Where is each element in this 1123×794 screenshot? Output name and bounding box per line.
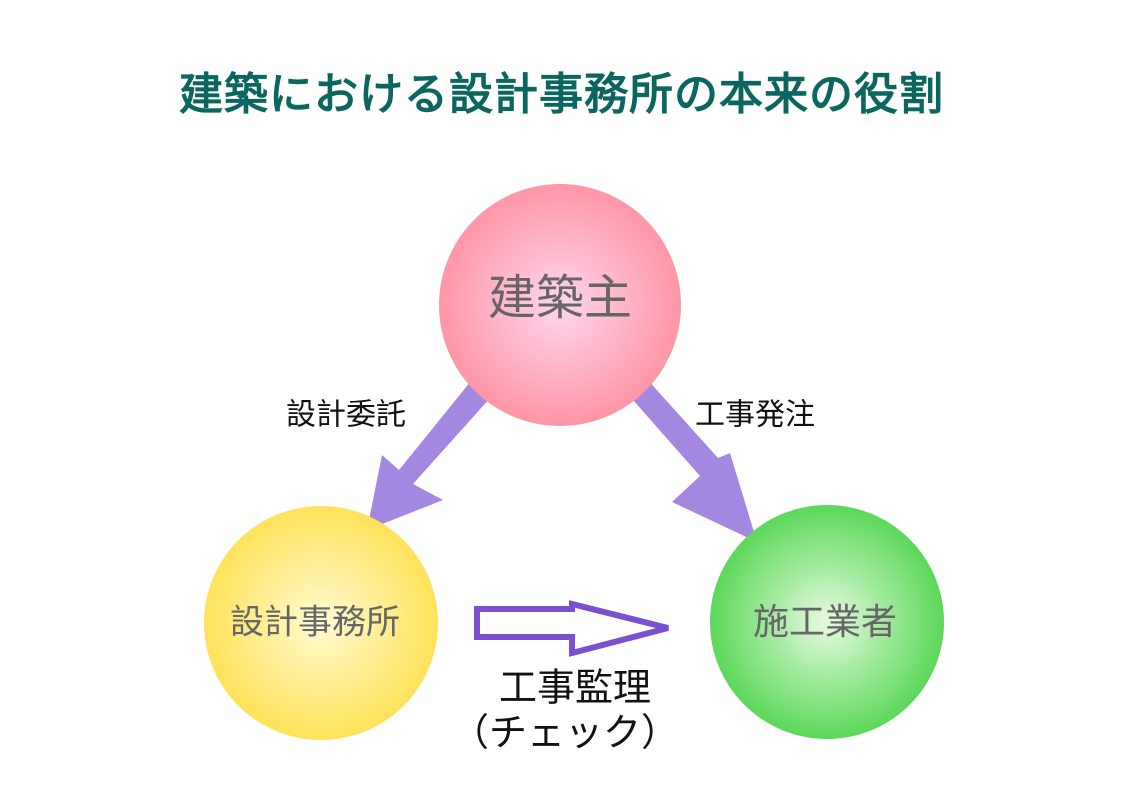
construction-order-label: 工事発注 — [695, 398, 815, 433]
supervision-label: 工事監理 — [499, 666, 651, 710]
contractor-node — [710, 505, 944, 739]
design-office-label: 設計事務所 — [230, 603, 400, 643]
supervision-sublabel: （チェック） — [451, 711, 679, 755]
construction-order-arrow — [626, 378, 757, 542]
design-commission-arrow — [367, 381, 491, 530]
client-label: 建築主 — [488, 270, 632, 326]
page-title: 建築における設計事務所の本来の役割 — [179, 69, 944, 120]
supervision-arrow — [474, 600, 669, 657]
design-office-node — [204, 506, 438, 740]
client-node — [439, 184, 681, 426]
design-commission-label: 設計委託 — [286, 398, 406, 433]
contractor-label: 施工業者 — [753, 602, 897, 643]
